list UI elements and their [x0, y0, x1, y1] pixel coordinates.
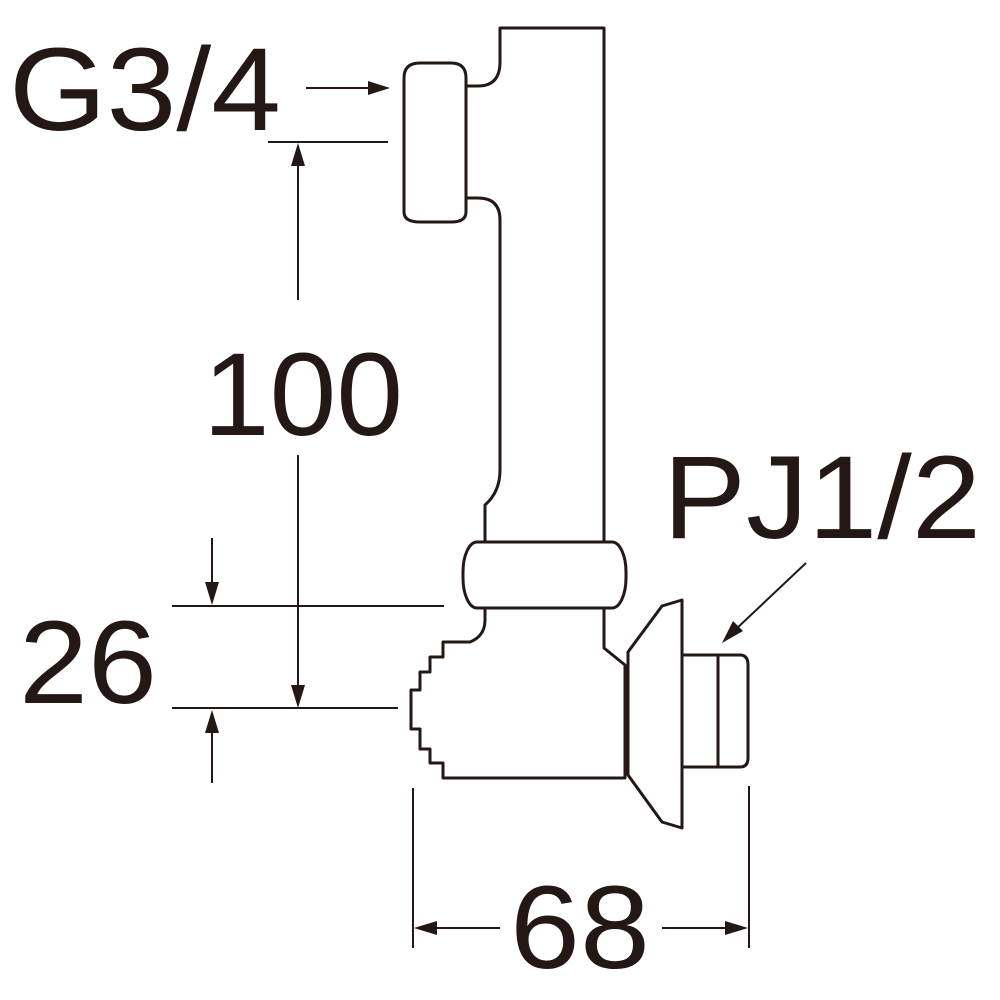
outlet-flange [626, 598, 684, 830]
union-nut [461, 540, 628, 610]
height-arrow-bottom [291, 685, 305, 708]
inlet-leader-arrow [368, 81, 390, 95]
fitting-body [402, 26, 750, 830]
outlet-leader-arrow [722, 621, 743, 643]
height-arrow-top [291, 143, 305, 166]
offset-arrow-top [205, 582, 219, 605]
upper-pipe [464, 26, 606, 547]
labels: G3/4 PJ1/2 100 26 68 [9, 24, 981, 994]
width-arrow-right [725, 921, 748, 935]
inlet-thread-label: G3/4 [9, 24, 281, 156]
outlet-stub [680, 653, 750, 769]
width-dimension-label: 68 [510, 862, 650, 994]
width-arrow-left [414, 921, 437, 935]
valve-housing [409, 605, 627, 780]
offset-arrow-bottom [205, 710, 219, 733]
outlet-thread-label: PJ1/2 [663, 432, 981, 564]
height-dimension-label: 100 [203, 329, 403, 461]
dimensions [172, 81, 807, 948]
outlet-leader-line [734, 562, 807, 631]
inlet-cap [402, 61, 468, 224]
offset-dimension-label: 26 [19, 597, 157, 729]
